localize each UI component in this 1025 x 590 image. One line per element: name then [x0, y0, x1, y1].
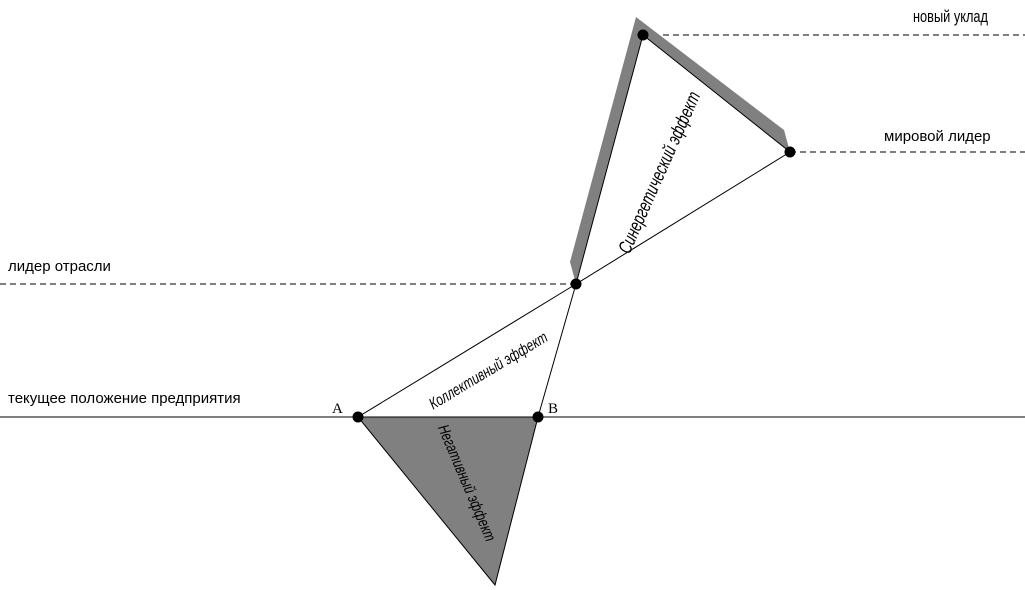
new-order-point [637, 29, 649, 41]
industry-leader-label: лидер отрасли [8, 258, 111, 275]
world-leader-label: мировой лидер [884, 128, 991, 145]
synergy-triangle [575, 34, 791, 286]
point-b [532, 411, 544, 423]
world-leader-point [784, 146, 796, 158]
negative-triangle [356, 416, 539, 587]
new-order-label: новый уклад [913, 7, 988, 26]
synergy-triangle-shadow [570, 17, 790, 284]
point-b-label: B [548, 401, 558, 417]
collective-triangle [356, 282, 577, 418]
industry-leader-point [570, 278, 582, 290]
current-position-label: текущее положение предприятия [8, 390, 241, 407]
point-a [352, 411, 364, 423]
point-a-label: A [332, 401, 343, 417]
